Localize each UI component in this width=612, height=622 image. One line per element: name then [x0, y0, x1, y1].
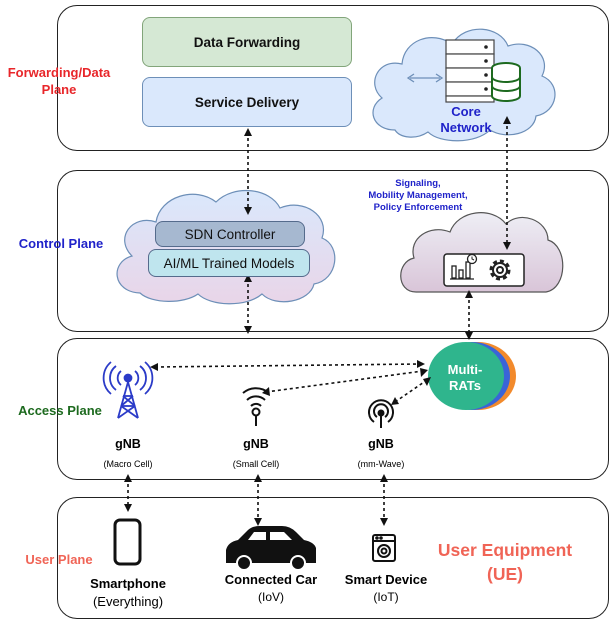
gnb-mmwave-title: gNB — [368, 437, 394, 451]
server-rack-icon — [406, 39, 495, 103]
service-delivery-box: Service Delivery — [142, 77, 352, 127]
signaling-text: Signaling, Mobility Management, Policy E… — [368, 178, 468, 213]
user-equipment-label: User Equipment (UE) — [437, 540, 573, 584]
user-plane-frame — [57, 497, 609, 619]
smart-device-icon — [372, 534, 396, 562]
gnb-mmwave-subtitle: (mm-Wave) — [357, 459, 405, 469]
gnb-macro-subtitle: (Macro Cell) — [103, 459, 153, 469]
access-plane-frame — [57, 338, 609, 480]
smartphone-subtitle: (Everything) — [92, 594, 164, 609]
mmwave-antenna-icon — [368, 399, 394, 428]
macro-cell-tower-icon — [102, 361, 154, 419]
access-plane-label: Access Plane — [18, 403, 102, 418]
arrowheads — [124, 116, 511, 526]
car-icon — [226, 526, 316, 571]
core-network-label: Core Network — [440, 104, 492, 135]
user-plane-label: User Plane — [25, 552, 93, 567]
connected-car-title: Connected Car — [224, 572, 318, 587]
gnb-macro-title: gNB — [115, 437, 141, 451]
connected-car-subtitle: (IoV) — [257, 590, 284, 604]
smartphone-icon — [113, 518, 142, 566]
aiml-models-box: AI/ML Trained Models — [148, 249, 310, 277]
data-forwarding-box: Data Forwarding — [142, 17, 352, 67]
gnb-small-title: gNB — [243, 437, 269, 451]
analytics-gear-icon — [443, 253, 525, 287]
database-icon — [491, 62, 521, 102]
forwarding-plane-label: Forwarding/Data Plane — [7, 65, 111, 97]
control-plane-label: Control Plane — [18, 236, 104, 251]
smart-device-subtitle: (IoT) — [373, 590, 399, 604]
smart-device-title: Smart Device — [344, 572, 428, 587]
multi-rats-label: Multi- RATs — [447, 362, 483, 393]
sdn-controller-box: SDN Controller — [155, 221, 305, 247]
gnb-small-subtitle: (Small Cell) — [232, 459, 280, 469]
multi-rats-disc — [428, 342, 516, 410]
smartphone-title: Smartphone — [90, 576, 166, 591]
sdn-cloud — [116, 189, 336, 305]
connection-arrows — [127, 120, 508, 522]
